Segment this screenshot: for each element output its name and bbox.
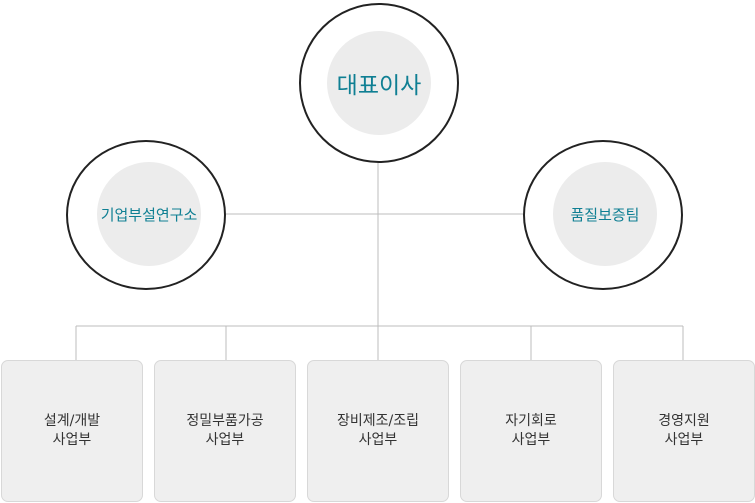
ceo-label: 대표이사 — [327, 31, 431, 135]
department-label: 설계/개발 사업부 — [44, 412, 100, 450]
ceo-node: 대표이사 — [299, 3, 459, 163]
department-suffix: 사업부 — [511, 432, 551, 448]
quality-assurance-label: 품질보증팀 — [553, 162, 657, 266]
department-box-magnetic-circuit: 자기회로 사업부 — [460, 360, 602, 502]
department-box-equipment: 장비제조/조립 사업부 — [307, 360, 449, 502]
department-box-management: 경영지원 사업부 — [613, 360, 755, 502]
department-label: 정밀부품가공 사업부 — [186, 412, 263, 450]
quality-assurance-node: 품질보증팀 — [523, 140, 683, 290]
department-label: 자기회로 사업부 — [505, 412, 557, 450]
research-lab-node: 기업부설연구소 — [66, 140, 226, 290]
department-suffix: 사업부 — [52, 432, 92, 448]
department-box-precision-parts: 정밀부품가공 사업부 — [154, 360, 296, 502]
department-label: 경영지원 사업부 — [658, 412, 710, 450]
department-name: 자기회로 — [505, 413, 557, 429]
department-name: 장비제조/조립 — [337, 413, 419, 429]
research-lab-label: 기업부설연구소 — [97, 162, 201, 266]
department-name: 설계/개발 — [43, 413, 101, 429]
department-label: 장비제조/조립 사업부 — [337, 412, 419, 450]
department-name: 경영지원 — [658, 413, 710, 429]
department-suffix: 사업부 — [205, 432, 245, 448]
department-suffix: 사업부 — [664, 432, 704, 448]
department-box-design: 설계/개발 사업부 — [1, 360, 143, 502]
department-name: 정밀부품가공 — [186, 413, 264, 429]
department-suffix: 사업부 — [358, 432, 398, 448]
